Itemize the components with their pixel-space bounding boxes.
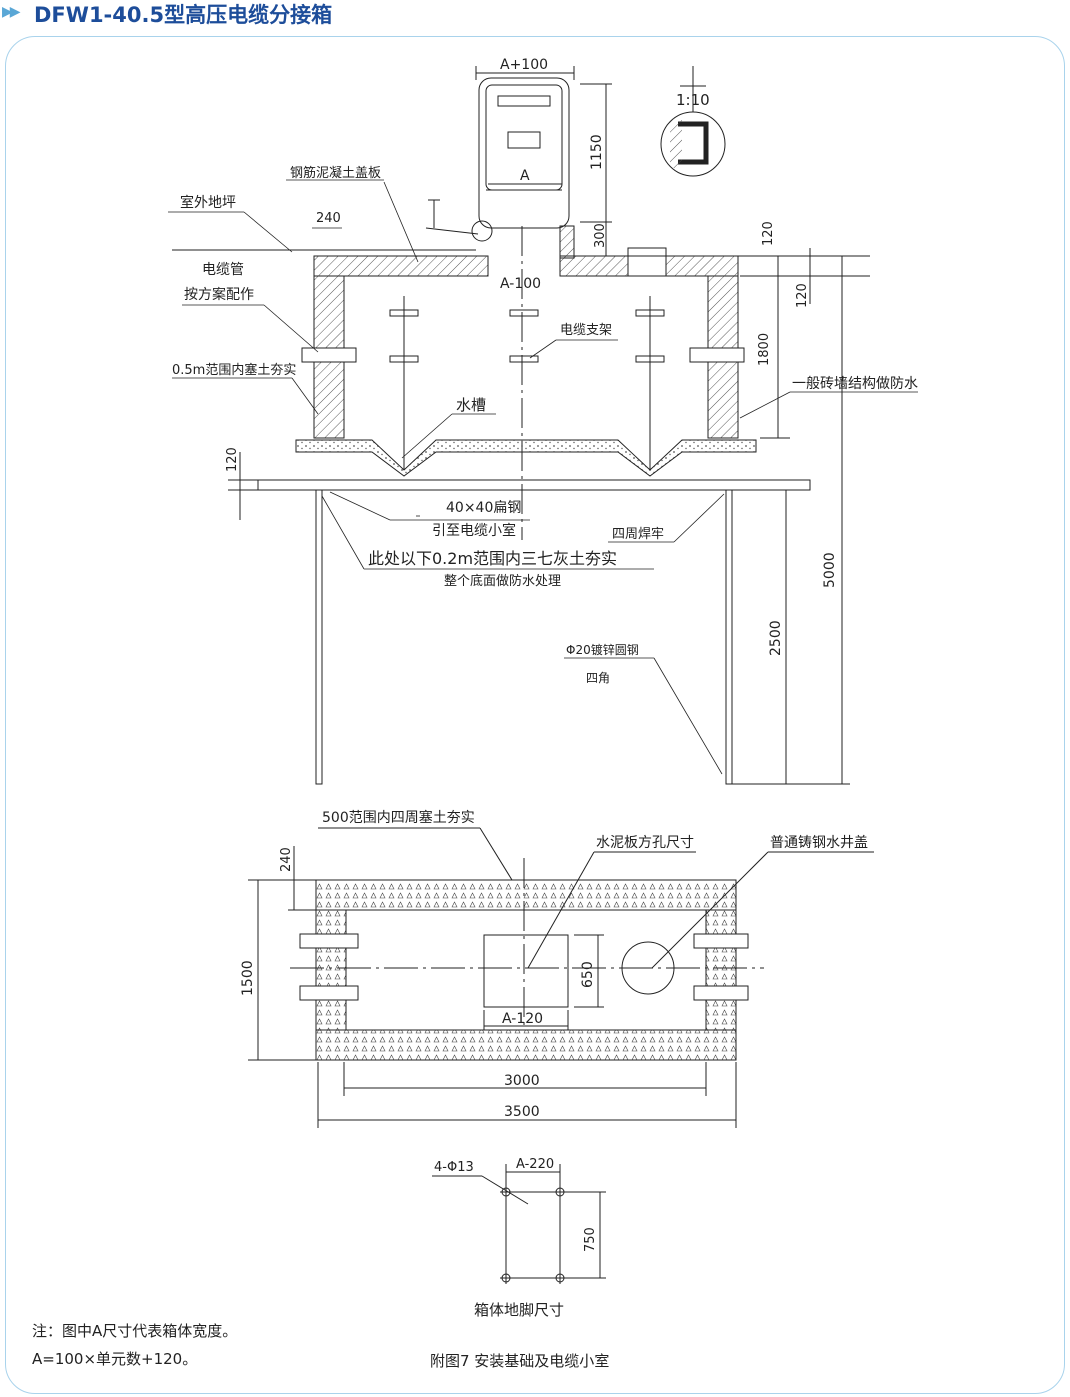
label-a-minus-220: A-220 (516, 1157, 554, 1172)
label-waterproof: 整个底面做防水处理 (444, 573, 561, 589)
label-p3500: 3500 (504, 1104, 540, 1120)
leader-lines (168, 179, 918, 775)
content-frame (5, 36, 1065, 1394)
cabinet-elevation (478, 77, 570, 229)
label-lime-soil: 此处以下0.2m范围内三七灰土夯实 (368, 549, 617, 568)
label-hole-size: 水泥板方孔尺寸 (596, 835, 694, 851)
page-title: DFW1-40.5型高压电缆分接箱 (34, 3, 333, 27)
plan-view (248, 827, 874, 1128)
label-bolt: 4-Φ13 (434, 1160, 474, 1175)
dim-a-plus-100 (475, 66, 575, 80)
label-h1150: 1150 (589, 134, 605, 170)
right-dims (730, 248, 850, 785)
base-plate (228, 452, 811, 785)
cable-brackets (389, 226, 665, 540)
label-backfill500: 500范围内四周塞土夯实 (322, 809, 475, 826)
label-backfill05: 0.5m范围内塞土夯实 (172, 362, 296, 378)
foot-bolt-detail (432, 1164, 606, 1284)
label-brick-wall: 一般砖墙结构做防水 (792, 376, 918, 392)
label-flat-steel: 40×40扁钢 (446, 500, 521, 516)
label-a-plus-100: A+100 (500, 57, 548, 73)
figure-caption: 附图7 安装基础及电缆小室 (430, 1352, 609, 1370)
label-h120a: 120 (761, 221, 776, 246)
label-conduit2: 按方案配作 (184, 286, 254, 303)
brick-walls (301, 275, 745, 439)
label-h1800: 1800 (757, 333, 772, 366)
label-w240: 240 (316, 211, 341, 226)
label-a-minus-120: A-120 (502, 1011, 543, 1027)
header: ▶▶ DFW1-40.5型高压电缆分接箱 (0, 0, 1070, 28)
label-outdoor-ground: 室外地坪 (180, 194, 236, 211)
detail-circle (660, 66, 726, 177)
label-h2500: 2500 (768, 620, 784, 656)
label-p650: 650 (580, 961, 596, 988)
title-arrows-icon: ▶▶ (2, 4, 20, 20)
label-p3000: 3000 (504, 1073, 540, 1089)
label-h5000: 5000 (822, 552, 838, 588)
label-h300: 300 (593, 223, 608, 248)
note-line-2: A=100×单元数+120。 (32, 1350, 198, 1368)
label-manhole: 普通铸钢水井盖 (770, 835, 868, 851)
label-trough: 水槽 (456, 396, 486, 414)
label-conduit: 电缆管 (202, 262, 244, 278)
label-rc-cover: 钢筋泥凝土盖板 (290, 165, 381, 181)
label-round-steel2: 四角 (586, 671, 610, 685)
ground-slab (172, 199, 870, 277)
label-cable-bracket: 电缆支架 (560, 322, 612, 338)
label-a: A (520, 168, 530, 184)
label-scale: 1:10 (676, 91, 710, 109)
label-h120c: 120 (225, 447, 240, 472)
label-a-minus-100: A-100 (500, 276, 541, 292)
label-flat-steel2: 引至电缆小室 (432, 522, 516, 539)
label-p240: 240 (279, 847, 294, 872)
foot-caption: 箱体地脚尺寸 (474, 1301, 564, 1319)
label-h120b: 120 (795, 283, 810, 308)
label-round-steel: Φ20镀锌圆钢 (566, 643, 639, 657)
label-weld: 四周焊牢 (612, 526, 664, 542)
label-p1500: 1500 (240, 960, 256, 996)
label-p750: 750 (583, 1227, 598, 1252)
note-line-1: 注：图中A尺寸代表箱体宽度。 (32, 1322, 238, 1340)
floor-trough (295, 439, 757, 477)
